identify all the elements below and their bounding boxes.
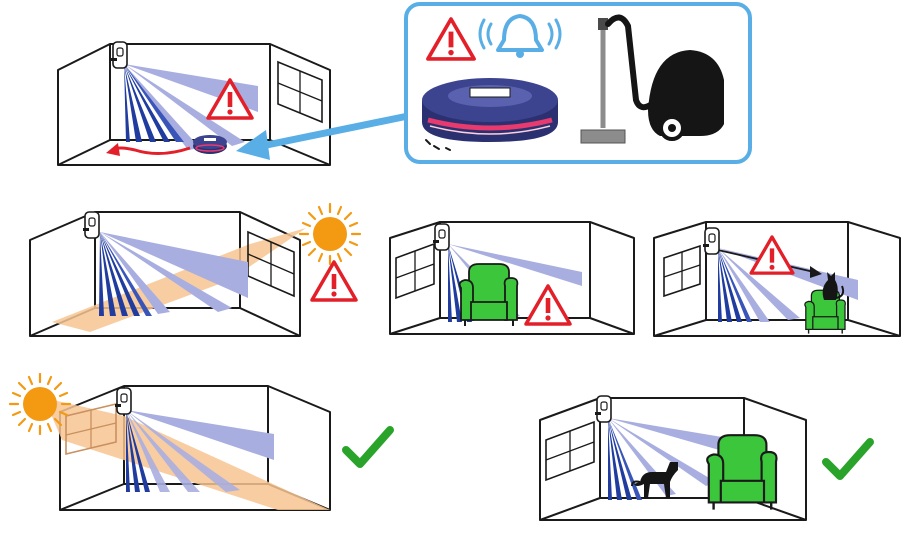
scene-sun-through-window: [29, 202, 362, 337]
scene-robot-vacuum: [57, 2, 752, 166]
detection-beams: [124, 64, 258, 150]
movement-arrow: [111, 146, 191, 155]
movement-arrowhead: [106, 143, 120, 156]
motion-sensor-icon: [82, 211, 100, 239]
detection-beams: [126, 410, 274, 492]
armchair-icon: [706, 434, 778, 511]
sun-icon: [298, 202, 362, 266]
window: [247, 230, 295, 298]
motion-sensor-icon: [594, 395, 612, 423]
callout-box: [404, 2, 752, 164]
callout-arrow: [236, 112, 412, 160]
sun-icon: [8, 372, 72, 436]
robot-vacuum-icon: [422, 78, 558, 151]
checkmark-icon: [346, 430, 390, 464]
warning-icon: [524, 284, 572, 326]
cat-icon: [822, 272, 845, 300]
detection-beams: [99, 232, 248, 316]
dog-icon: [631, 462, 678, 498]
window: [277, 60, 323, 124]
window: [545, 420, 595, 482]
canister-vacuum-icon: [580, 14, 724, 144]
scene-armchair-blocking: [389, 221, 635, 335]
robot-vacuum-icon: [193, 135, 227, 154]
alarm-bell-icon: [478, 14, 562, 58]
checkmark-icon: [826, 442, 870, 476]
room-outline: [57, 43, 331, 166]
motion-sensor-icon: [432, 223, 450, 251]
motion-sensor-icon: [110, 41, 128, 69]
window: [65, 402, 117, 456]
room-outline: [653, 221, 901, 337]
motion-sensor-icon: [114, 387, 132, 415]
window: [663, 244, 701, 298]
scene-dog-below-beams: [539, 395, 870, 521]
warning-icon: [310, 260, 358, 302]
armchair-icon: [458, 263, 519, 327]
warning-icon: [749, 235, 795, 275]
window: [395, 242, 435, 300]
scene-cat-on-armchair: [653, 221, 901, 337]
motion-sensor-icon: [702, 227, 720, 255]
scene-sun-behind-sensor: [8, 372, 390, 511]
